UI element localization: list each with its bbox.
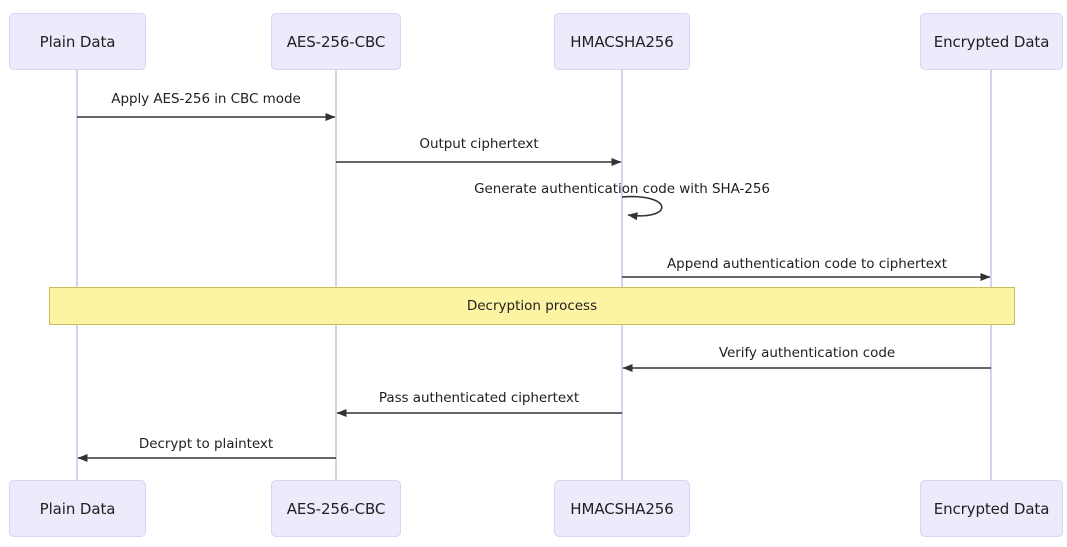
actor-box-bottom-hmacsha256[interactable]: HMACSHA256 — [554, 480, 690, 537]
actor-box-top-aes-256-cbc[interactable]: AES-256-CBC — [271, 13, 401, 70]
actor-box-top-encrypted-data[interactable]: Encrypted Data — [920, 13, 1063, 70]
actor-box-bottom-encrypted-data[interactable]: Encrypted Data — [920, 480, 1063, 537]
lifelines-group — [76, 70, 992, 480]
actor-box-bottom-plain-data[interactable]: Plain Data — [9, 480, 146, 537]
message-label-m5: Verify authentication code — [718, 345, 896, 361]
actor-box-bottom-aes-256-cbc[interactable]: AES-256-CBC — [271, 480, 401, 537]
actor-box-top-plain-data[interactable]: Plain Data — [9, 13, 146, 70]
message-label-m6: Pass authenticated ciphertext — [378, 390, 580, 406]
note-n1: Decryption process — [49, 287, 1015, 325]
arrows-group — [77, 113, 991, 462]
message-label-m3: Generate authentication code with SHA-25… — [474, 181, 770, 197]
message-label-m1: Apply AES-256 in CBC mode — [111, 91, 301, 107]
message-label-m4: Append authentication code to ciphertext — [666, 256, 948, 272]
message-label-m7: Decrypt to plaintext — [138, 436, 274, 452]
message-arrow-m3 — [621, 195, 663, 221]
actor-box-top-hmacsha256[interactable]: HMACSHA256 — [554, 13, 690, 70]
message-label-m2: Output ciphertext — [419, 136, 539, 152]
